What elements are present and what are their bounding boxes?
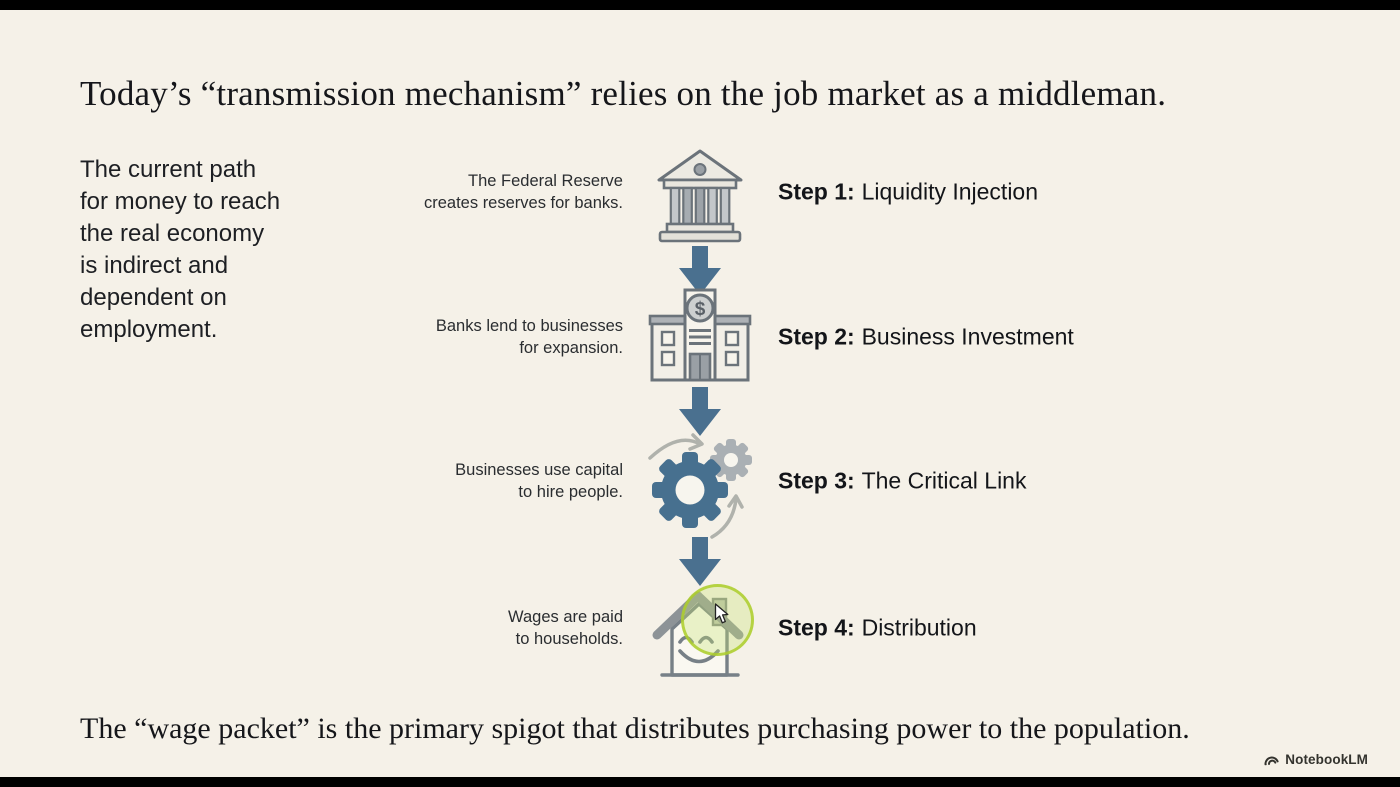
notebooklm-logo-icon: [1264, 756, 1279, 766]
step-1-number: Step 1:: [778, 178, 855, 205]
step-1-label: Step 1:Liquidity Injection: [778, 179, 1038, 206]
intro-text: The current path for money to reach the …: [80, 156, 281, 343]
letterbox-bottom: [0, 777, 1400, 787]
step-4-label: Step 4:Distribution: [778, 615, 977, 642]
step-3-caption: Businesses use capital to hire people.: [455, 461, 623, 501]
svg-text:$: $: [695, 299, 706, 320]
step-2-title: Business Investment: [861, 323, 1074, 350]
gears-icon: [634, 426, 766, 540]
step-3-label: Step 3:The Critical Link: [778, 468, 1026, 495]
watermark-label: NotebookLM: [1285, 751, 1368, 767]
down-arrow-icon: [677, 537, 723, 587]
letterbox-top: [0, 0, 1400, 10]
business-bank-icon: $: [647, 287, 753, 383]
step-1-caption: The Federal Reserve creates reserves for…: [424, 172, 623, 212]
watermark: NotebookLM: [1263, 751, 1368, 767]
federal-reserve-bank-icon: [650, 146, 750, 246]
step-3-number: Step 3:: [778, 467, 855, 494]
cursor-highlight: [681, 584, 754, 656]
down-arrow-icon: [677, 246, 723, 296]
step-2-caption: Banks lend to businesses for expansion.: [435, 317, 623, 357]
step-2-label: Step 2:Business Investment: [778, 324, 1074, 351]
step-3-title: The Critical Link: [861, 467, 1027, 494]
footer-text: The “wage packet” is the primary spigot …: [80, 712, 1190, 745]
step-1-title: Liquidity Injection: [861, 178, 1039, 205]
step-2-number: Step 2:: [778, 323, 855, 350]
mouse-cursor-icon: [714, 603, 730, 625]
step-4-title: Distribution: [861, 614, 977, 641]
step-4-caption: Wages are paid to households.: [508, 608, 623, 648]
step-4-number: Step 4:: [778, 614, 855, 641]
page-title: Today’s “transmission mechanism” relies …: [80, 74, 1167, 113]
down-arrow-icon: [677, 387, 723, 437]
